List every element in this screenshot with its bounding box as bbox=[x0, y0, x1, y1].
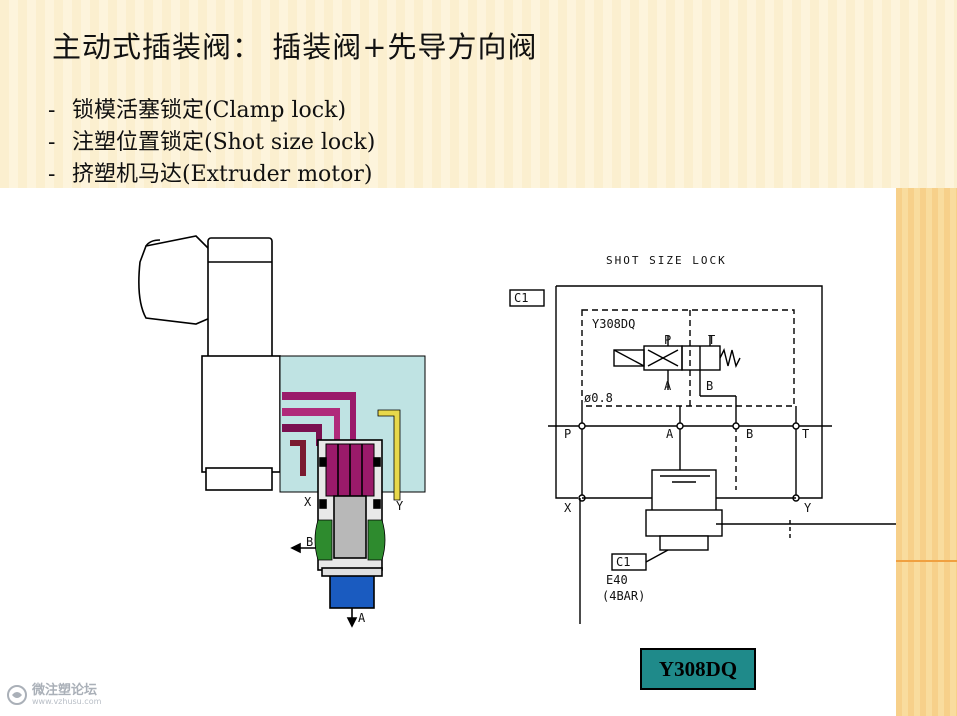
solenoid-coil bbox=[207, 237, 273, 361]
orifice-label: ø0.8 bbox=[584, 391, 613, 405]
main-port-y: Y bbox=[804, 501, 812, 515]
pilot-port-p: P bbox=[664, 333, 671, 347]
main-port-t: T bbox=[802, 427, 809, 441]
bullet-marker: - bbox=[48, 162, 56, 187]
watermark-name: 微注塑论坛 bbox=[32, 683, 98, 698]
port-y-label: Y bbox=[396, 499, 404, 513]
port-x-label: X bbox=[304, 495, 312, 509]
main-port-p: P bbox=[564, 427, 571, 441]
decorative-line bbox=[896, 560, 957, 562]
watermark-url: www.vzhusu.com bbox=[32, 697, 102, 706]
bullet-item: -注塑位置锁定(Shot size lock) bbox=[48, 127, 375, 159]
pressure-label: (4BAR) bbox=[602, 589, 645, 603]
pilot-valve-box bbox=[581, 309, 795, 407]
bullet-text: 锁模活塞锁定(Clamp lock) bbox=[72, 98, 347, 123]
spring-symbol bbox=[719, 347, 741, 369]
cartridge-base bbox=[329, 571, 375, 609]
c1-tag-top-label: C1 bbox=[514, 291, 528, 305]
main-port-b: B bbox=[746, 427, 753, 441]
bullet-text: 注塑位置锁定(Shot size lock) bbox=[72, 130, 376, 155]
bullet-text: 挤塑机马达(Extruder motor) bbox=[72, 162, 373, 187]
schematic-frame bbox=[556, 285, 823, 499]
bullet-item: -挤塑机马达(Extruder motor) bbox=[48, 159, 375, 191]
main-port-x: X bbox=[564, 501, 572, 515]
schematic-title: SHOT SIZE LOCK bbox=[606, 254, 727, 267]
poppet bbox=[333, 495, 367, 559]
c1-tag-bottom-label: C1 bbox=[616, 555, 630, 569]
pilot-port-t: T bbox=[708, 333, 715, 347]
bullet-marker: - bbox=[48, 130, 56, 155]
pilot-port-a: A bbox=[664, 379, 672, 393]
pilot-port-b: B bbox=[706, 379, 713, 393]
watermark: 微注塑论坛 www.vzhusu.com bbox=[6, 684, 101, 706]
connector-plug bbox=[138, 235, 211, 325]
decorative-strip bbox=[896, 188, 957, 716]
part-number-label: Y308DQ bbox=[640, 648, 756, 690]
pilot-valve-model: Y308DQ bbox=[592, 317, 635, 331]
bullet-list: -锁模活塞锁定(Clamp lock) -注塑位置锁定(Shot size lo… bbox=[48, 95, 375, 191]
y-drain-line bbox=[377, 409, 401, 501]
watermark-text-block: 微注塑论坛 www.vzhusu.com bbox=[32, 684, 101, 706]
slide-title: 主动式插装阀： 插装阀+先导方向阀 bbox=[52, 30, 538, 64]
bullet-marker: - bbox=[48, 98, 56, 123]
cartridge-valve-drawing bbox=[138, 235, 426, 628]
solenoid-body bbox=[201, 355, 281, 473]
watermark-logo-icon bbox=[7, 685, 27, 705]
bullet-item: -锁模活塞锁定(Clamp lock) bbox=[48, 95, 375, 127]
c1-tag-top bbox=[509, 289, 545, 307]
cartridge-code: E40 bbox=[606, 573, 628, 587]
port-b-label: B bbox=[306, 535, 313, 549]
pilot-passage bbox=[282, 392, 356, 446]
main-port-a: A bbox=[666, 427, 674, 441]
hydraulic-schematic bbox=[509, 285, 896, 624]
seal-ring bbox=[314, 519, 333, 561]
port-a-label: A bbox=[358, 611, 366, 625]
